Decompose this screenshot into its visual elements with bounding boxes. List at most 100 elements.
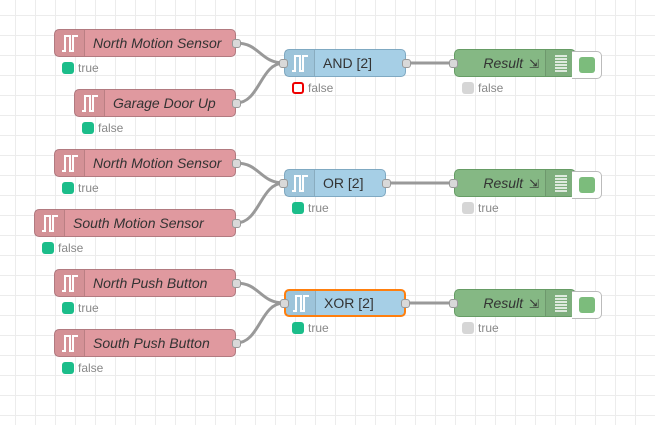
status-dot	[462, 82, 474, 94]
status-dot	[62, 362, 74, 374]
input-port[interactable]	[449, 298, 458, 308]
status-dot	[62, 302, 74, 314]
pulse-wave-icon	[286, 291, 316, 315]
status-dot	[462, 322, 474, 334]
list-lines-icon	[545, 50, 575, 76]
status-text: true	[78, 301, 99, 315]
debug-label-text: Result	[483, 175, 524, 191]
pulse-wave-icon	[285, 170, 315, 196]
status-dot	[462, 202, 474, 214]
output-port[interactable]	[232, 98, 241, 108]
node-label: Garage Door Up	[113, 95, 216, 111]
inject-node-south-push[interactable]: South Push Button	[54, 329, 241, 357]
input-port[interactable]	[449, 58, 458, 68]
toggle-indicator	[578, 297, 595, 313]
input-port[interactable]	[449, 178, 458, 188]
list-lines-icon	[545, 290, 575, 316]
node-label: XOR [2]	[324, 295, 374, 311]
status-text: true	[478, 321, 499, 335]
status-text: false	[78, 361, 104, 375]
debug-node-result-1[interactable]: Result ⇲	[449, 49, 576, 77]
status-text: true	[78, 181, 99, 195]
toggle-indicator	[578, 177, 595, 193]
wire[interactable]	[235, 61, 285, 105]
output-port[interactable]	[401, 298, 410, 308]
node-status: false	[62, 361, 103, 375]
wire[interactable]	[235, 41, 285, 65]
debug-label-text: Result	[483, 295, 524, 311]
inject-node-north-motion-2[interactable]: North Motion Sensor	[54, 149, 241, 177]
status-dot	[292, 82, 304, 94]
node-status: true	[292, 201, 329, 215]
pulse-wave-icon	[285, 50, 315, 76]
node-status: true	[62, 61, 99, 75]
node-label: North Motion Sensor	[93, 35, 222, 51]
node-status: true	[62, 181, 99, 195]
node-status: false	[462, 81, 503, 95]
node-label: South Push Button	[93, 335, 210, 351]
node-label: OR [2]	[323, 175, 364, 191]
node-label: Result ⇲	[455, 175, 545, 191]
node-label: AND [2]	[323, 55, 373, 71]
node-status: false	[292, 81, 333, 95]
status-text: true	[308, 321, 329, 335]
inject-node-garage-door[interactable]: Garage Door Up	[74, 89, 241, 117]
debug-toggle-button[interactable]	[572, 51, 602, 79]
inject-node-south-motion[interactable]: South Motion Sensor	[34, 209, 241, 237]
status-dot	[292, 202, 304, 214]
list-lines-icon	[545, 170, 575, 196]
debug-node-result-3[interactable]: Result ⇲	[449, 289, 576, 317]
node-label: South Motion Sensor	[73, 215, 204, 231]
pulse-wave-icon	[55, 150, 85, 176]
wire[interactable]	[235, 181, 285, 225]
output-port[interactable]	[232, 38, 241, 48]
output-port[interactable]	[232, 218, 241, 228]
node-label: North Motion Sensor	[93, 155, 222, 171]
status-dot	[42, 242, 54, 254]
arrow-down-right-icon: ⇲	[528, 57, 539, 71]
status-dot	[62, 62, 74, 74]
output-port[interactable]	[382, 178, 391, 188]
output-port[interactable]	[232, 338, 241, 348]
node-status: false	[82, 121, 123, 135]
debug-label-text: Result	[483, 55, 524, 71]
inject-node-north-motion-1[interactable]: North Motion Sensor	[54, 29, 241, 57]
logic-node-and[interactable]: AND [2]	[279, 49, 411, 77]
pulse-wave-icon	[55, 30, 85, 56]
output-port[interactable]	[402, 58, 411, 68]
wire[interactable]	[235, 281, 285, 305]
status-text: false	[308, 81, 334, 95]
toggle-indicator	[578, 57, 595, 73]
arrow-down-right-icon: ⇲	[528, 177, 539, 191]
node-label: North Push Button	[93, 275, 208, 291]
status-text: false	[98, 121, 124, 135]
input-port[interactable]	[279, 58, 288, 68]
debug-toggle-button[interactable]	[572, 171, 602, 199]
logic-node-or[interactable]: OR [2]	[279, 169, 391, 197]
wire[interactable]	[235, 301, 285, 345]
output-port[interactable]	[232, 158, 241, 168]
pulse-wave-icon	[35, 210, 65, 236]
pulse-wave-icon	[75, 90, 105, 116]
input-port[interactable]	[279, 178, 288, 188]
logic-node-xor[interactable]: XOR [2]	[280, 289, 410, 317]
output-port[interactable]	[232, 278, 241, 288]
status-text: true	[478, 201, 499, 215]
status-dot	[62, 182, 74, 194]
status-text: false	[478, 81, 504, 95]
pulse-wave-icon	[55, 270, 85, 296]
status-text: true	[78, 61, 99, 75]
debug-node-result-2[interactable]: Result ⇲	[449, 169, 576, 197]
node-status: true	[292, 321, 329, 335]
node-status: true	[462, 321, 499, 335]
pulse-wave-icon	[55, 330, 85, 356]
status-text: false	[58, 241, 84, 255]
inject-node-north-push[interactable]: North Push Button	[54, 269, 241, 297]
status-dot	[292, 322, 304, 334]
input-port[interactable]	[280, 298, 289, 308]
debug-toggle-button[interactable]	[572, 291, 602, 319]
wire[interactable]	[235, 161, 285, 185]
status-dot	[82, 122, 94, 134]
node-status: true	[462, 201, 499, 215]
